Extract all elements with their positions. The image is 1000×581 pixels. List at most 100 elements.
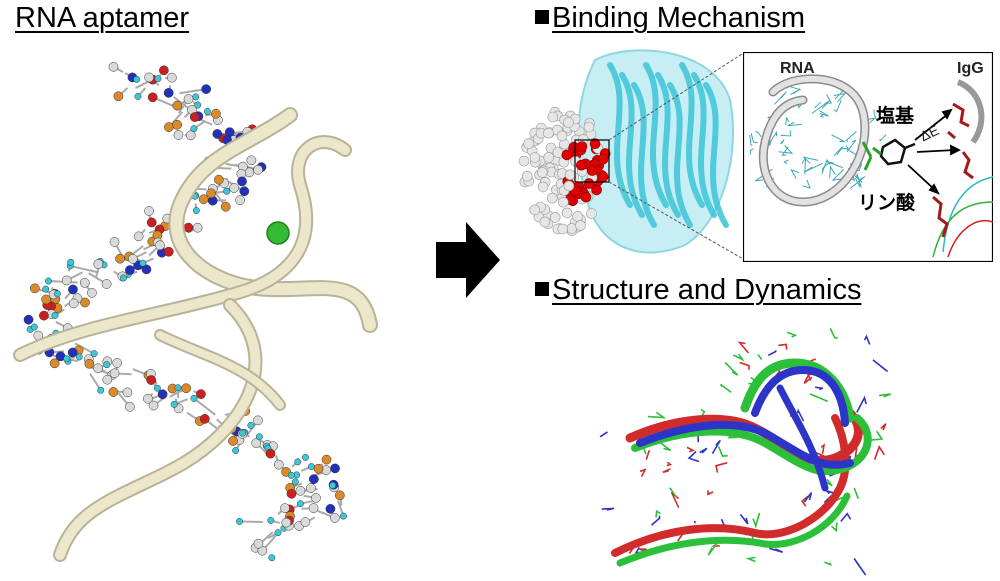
atom xyxy=(163,88,174,98)
wireframe-bond xyxy=(802,156,819,164)
nucleotide-stick xyxy=(872,359,889,373)
beta-strand xyxy=(691,72,717,218)
nucleotide-stick xyxy=(752,512,761,529)
atom xyxy=(280,503,290,514)
nucleotide-stick xyxy=(711,439,721,455)
atom xyxy=(53,290,61,298)
igg-label: IgG xyxy=(957,60,984,77)
atom xyxy=(198,194,209,205)
rna-sphere xyxy=(564,169,576,181)
wireframe-bond xyxy=(846,139,857,153)
wireframe-bond xyxy=(768,130,778,145)
nucleotide-stick xyxy=(809,393,829,403)
atom xyxy=(274,529,282,537)
atom xyxy=(148,400,159,411)
atom xyxy=(124,401,135,412)
atom xyxy=(211,108,221,119)
nucleotide-stick xyxy=(601,507,615,511)
atom xyxy=(139,259,147,267)
atom xyxy=(51,312,59,319)
rna-sphere xyxy=(561,207,573,219)
atom xyxy=(133,75,141,83)
nucleotide-stick xyxy=(717,446,728,457)
wireframe-bond xyxy=(788,85,801,91)
atom xyxy=(311,493,321,503)
wireframe-bond xyxy=(774,91,787,105)
wireframe-bond xyxy=(755,131,762,137)
atom xyxy=(173,130,184,140)
nucleotide-stick xyxy=(757,354,763,361)
atom xyxy=(306,483,316,493)
nucleotide-stick xyxy=(803,492,813,503)
rna-sphere xyxy=(543,152,555,163)
atom xyxy=(192,93,200,101)
atom xyxy=(42,285,50,293)
atom xyxy=(108,61,119,72)
nucleotide-stick xyxy=(700,408,706,416)
atom xyxy=(144,206,154,216)
atom xyxy=(146,217,157,228)
atom xyxy=(181,383,192,394)
rna-sphere xyxy=(580,191,592,203)
atom xyxy=(154,75,162,83)
nucleotide-stick xyxy=(745,556,756,563)
wireframe-bond xyxy=(831,134,846,143)
nucleotide-stick xyxy=(645,450,651,460)
beta-strand xyxy=(655,72,681,218)
atom xyxy=(253,164,263,175)
atom xyxy=(146,375,157,385)
nucleotide-stick xyxy=(719,383,732,394)
atom xyxy=(97,386,105,394)
atom xyxy=(291,478,299,486)
rna-sphere xyxy=(523,138,534,150)
atom xyxy=(159,65,169,76)
atom xyxy=(228,436,238,446)
atom xyxy=(84,358,95,369)
atom xyxy=(30,323,38,331)
atom xyxy=(75,353,83,361)
wireframe-bond xyxy=(831,169,845,181)
rna-sphere xyxy=(536,167,548,178)
nucleotide-stick xyxy=(879,393,892,398)
atom xyxy=(300,517,311,527)
atom xyxy=(201,84,211,94)
atom xyxy=(90,350,98,358)
nucleotide-stick xyxy=(824,561,832,567)
nucleotide-stick xyxy=(769,547,784,553)
nucleotide-stick xyxy=(786,331,798,338)
nucleotide-stick xyxy=(739,513,749,525)
wireframe-bond xyxy=(750,133,758,144)
nucleotide-stick xyxy=(739,361,750,370)
atom xyxy=(68,284,78,295)
wireframe-bond xyxy=(781,146,789,156)
beta-strand xyxy=(667,82,693,228)
wireframe-bond xyxy=(821,162,829,173)
atom xyxy=(307,463,315,471)
igg-tube xyxy=(956,79,985,144)
atom xyxy=(153,384,161,392)
atom xyxy=(23,314,34,325)
wireframe-bond xyxy=(854,177,861,187)
nucleotide-stick xyxy=(647,411,667,419)
nucleotide-stick xyxy=(820,443,826,455)
atom xyxy=(236,517,243,525)
rna-sphere xyxy=(583,121,595,133)
atom xyxy=(155,240,165,251)
structure-dynamics-label: Structure and Dynamics xyxy=(552,274,862,306)
atom xyxy=(61,275,72,286)
atom xyxy=(119,274,127,282)
rna-sphere xyxy=(537,181,549,193)
wireframe-bond xyxy=(833,100,842,113)
rna-sphere xyxy=(597,171,609,183)
atom xyxy=(330,463,340,474)
nucleotide-stick xyxy=(639,468,647,477)
atom xyxy=(267,516,275,524)
atom xyxy=(190,394,198,402)
atom xyxy=(185,130,196,141)
atom xyxy=(308,474,319,484)
atom xyxy=(325,504,336,514)
atom xyxy=(232,447,240,455)
nucleotide-stick xyxy=(829,328,838,339)
wireframe-bond xyxy=(785,116,790,126)
beta-strands xyxy=(607,62,729,228)
